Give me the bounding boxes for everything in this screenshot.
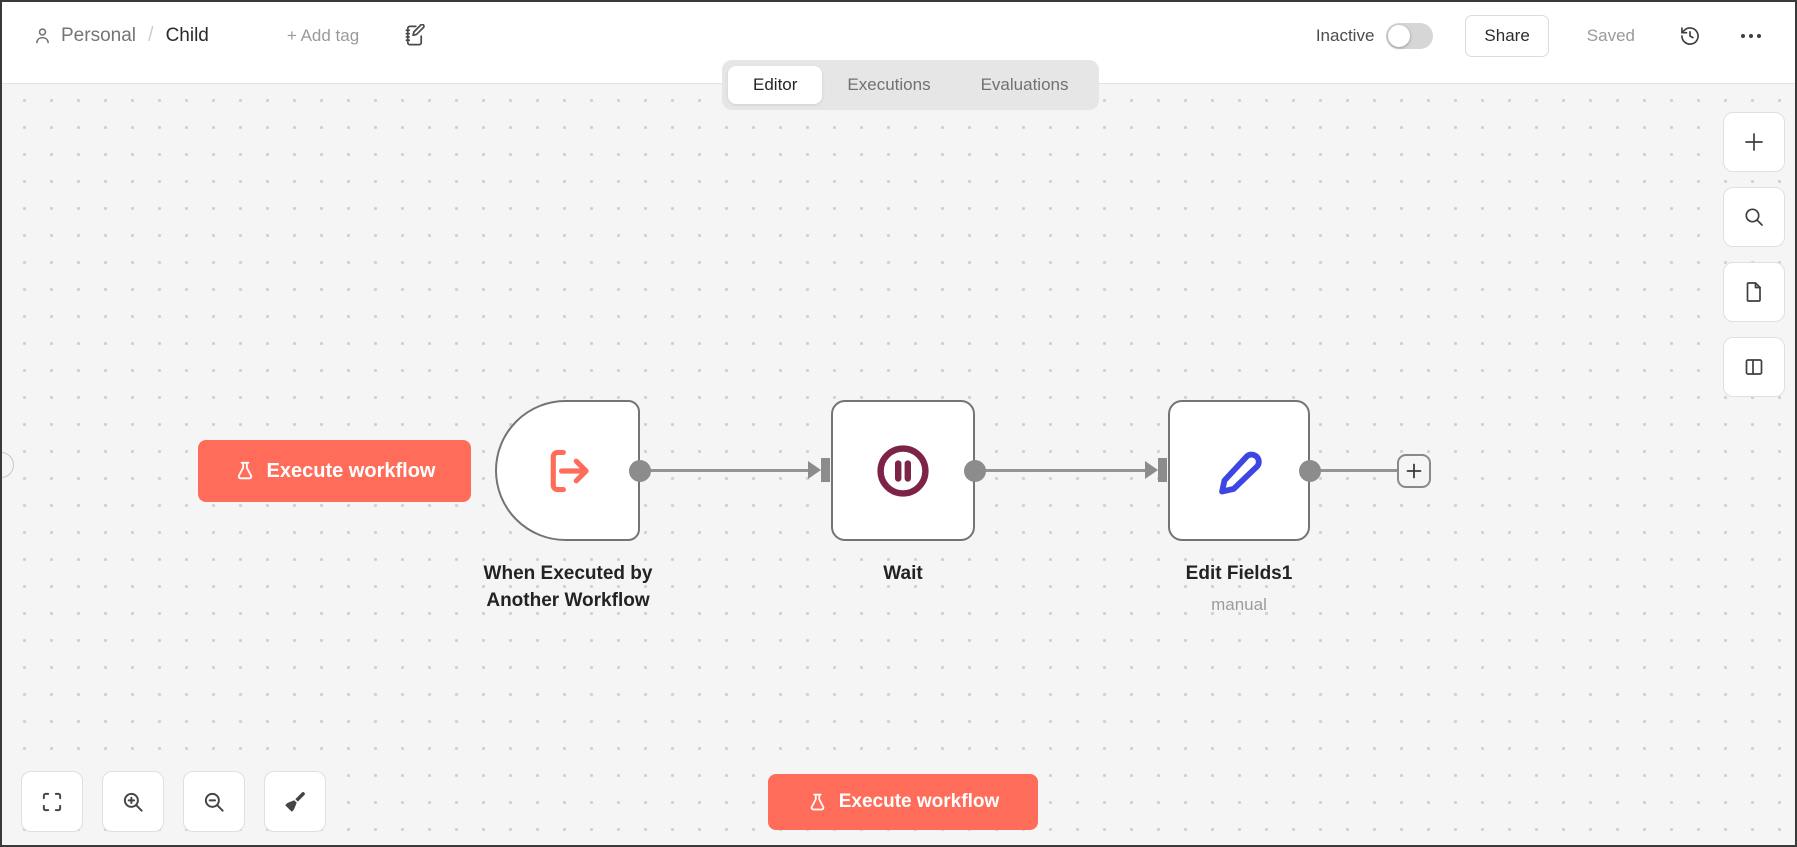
node-name: Edit Fields1 — [1185, 563, 1293, 584]
node-wait[interactable] — [831, 400, 975, 541]
plus-icon — [1406, 463, 1422, 479]
execute-workflow-button-bottom[interactable]: Execute workflow — [768, 774, 1038, 830]
execute-workflow-label: Execute workflow — [266, 459, 436, 482]
toggle-knob — [1388, 24, 1411, 47]
breadcrumb-separator: / — [148, 24, 154, 46]
breadcrumb-project[interactable]: Personal — [61, 24, 136, 46]
activation-toggle[interactable] — [1386, 22, 1434, 49]
output-connector-wait[interactable] — [964, 460, 986, 482]
node-label-wait[interactable]: Wait — [883, 563, 923, 584]
node-label-edit-fields[interactable]: Edit Fields1 manual — [1139, 560, 1339, 618]
zoom-in-button[interactable] — [102, 771, 164, 832]
tab-evaluations[interactable]: Evaluations — [980, 75, 1069, 94]
canvas-edge-handle — [2, 452, 14, 478]
sticky-note-button[interactable] — [1723, 262, 1785, 322]
input-connector-wait[interactable] — [808, 455, 832, 485]
share-button[interactable]: Share — [1465, 14, 1549, 57]
history-icon[interactable] — [1679, 25, 1701, 47]
execute-workflow-label: Execute workflow — [838, 791, 1000, 812]
search-icon — [1745, 208, 1763, 226]
connection-edit-to-add[interactable] — [1320, 469, 1398, 472]
tidy-up-button[interactable] — [264, 771, 326, 832]
plus-icon — [1745, 133, 1763, 151]
node-when-executed-by-another-workflow[interactable] — [495, 400, 640, 541]
search-button[interactable] — [1723, 187, 1785, 247]
view-tabs: Editor Executions Evaluations — [722, 60, 1100, 110]
add-node-endpoint-button[interactable] — [1397, 454, 1431, 488]
node-edit-fields[interactable] — [1168, 400, 1310, 541]
workflow-input-arrow-icon — [537, 440, 599, 502]
workflow-name[interactable]: Child — [165, 24, 209, 46]
add-node-button[interactable] — [1723, 112, 1785, 172]
flask-icon — [234, 460, 256, 482]
add-tag-button[interactable]: + Add tag — [286, 25, 360, 45]
execute-workflow-button-canvas[interactable]: Execute workflow — [198, 440, 471, 502]
notebook-pen-icon[interactable] — [403, 24, 426, 47]
input-connector-edit[interactable] — [1145, 455, 1169, 485]
flask-icon — [807, 792, 828, 813]
more-options-icon[interactable] — [1741, 33, 1761, 38]
workflow-canvas[interactable]: Execute workflow — [2, 84, 1795, 845]
node-label-trigger[interactable]: When Executed by Another Workflow — [483, 563, 653, 611]
pause-circle-icon — [871, 439, 935, 503]
zoom-out-icon — [204, 792, 224, 812]
fit-view-icon — [42, 792, 62, 811]
output-connector-edit[interactable] — [1299, 460, 1321, 482]
pen-icon — [1210, 442, 1268, 500]
breadcrumb: Personal / Child + Add tag — [32, 24, 426, 47]
file-icon — [1746, 282, 1761, 302]
tidy-up-icon — [285, 791, 305, 812]
tab-executions[interactable]: Executions — [847, 75, 931, 94]
activation-status-label: Inactive — [1315, 25, 1375, 45]
zoom-out-button[interactable] — [183, 771, 245, 832]
save-status: Saved — [1586, 25, 1635, 45]
zoom-in-icon — [123, 792, 143, 812]
connection-wait-to-edit[interactable] — [975, 469, 1147, 472]
toggle-panel-button[interactable] — [1723, 337, 1785, 397]
node-subtitle: manual — [1211, 595, 1267, 614]
header-actions: Inactive Share Saved — [1315, 14, 1761, 57]
connection-trigger-to-wait[interactable] — [640, 469, 810, 472]
output-connector-trigger[interactable] — [629, 460, 651, 482]
person-icon — [32, 25, 53, 46]
fit-view-button[interactable] — [21, 771, 83, 832]
tab-editor[interactable]: Editor — [728, 66, 823, 104]
panel-icon — [1745, 359, 1763, 375]
